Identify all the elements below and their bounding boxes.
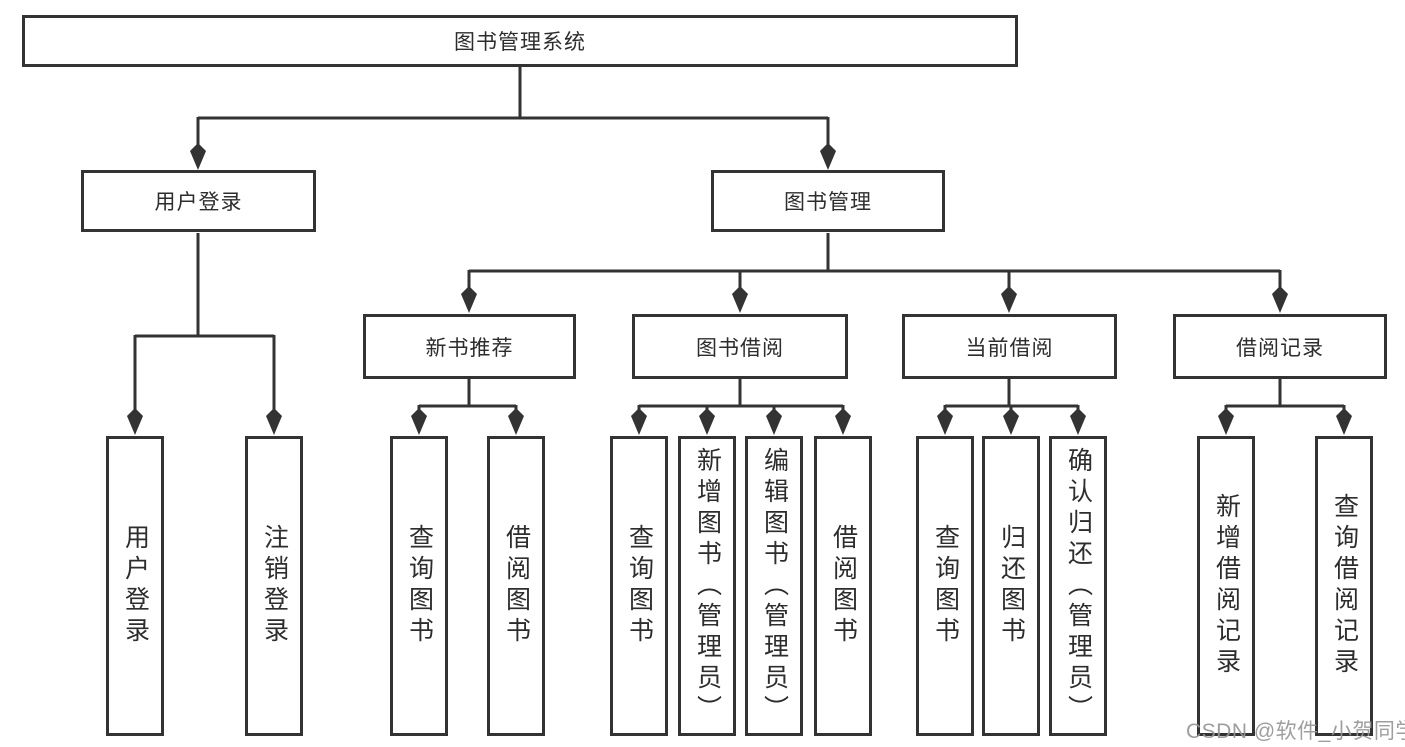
arrow-down-icon	[1070, 408, 1086, 435]
arrow-down-icon	[411, 408, 427, 435]
arrow-down-icon	[820, 143, 836, 170]
leaf-bb-query-books: 查询图书	[610, 436, 668, 736]
arrow-down-icon	[766, 408, 782, 435]
connector-current-borrow-to-leaves	[937, 378, 1086, 435]
connector-book-borrow-to-leaves	[631, 378, 851, 435]
node-book-borrow: 图书借阅	[632, 314, 848, 379]
leaf-label: 用户登录	[121, 524, 150, 648]
leaf-bb-borrow-books: 借阅图书	[814, 436, 872, 736]
leaf-label: 查询图书	[405, 524, 434, 648]
node-root: 图书管理系统	[22, 15, 1018, 67]
node-user-login: 用户登录	[81, 170, 316, 232]
leaf-label: 编辑图书（管理员）	[760, 446, 789, 726]
leaf-br-add-record: 新增借阅记录	[1197, 436, 1255, 736]
leaf-label: 借阅图书	[829, 524, 858, 648]
arrow-down-icon	[699, 408, 715, 435]
leaf-logout: 注销登录	[245, 436, 303, 736]
connector-root-to-level2	[190, 67, 836, 170]
arrow-down-icon	[631, 408, 647, 435]
connector-user-login-to-leaves	[127, 233, 282, 435]
leaf-nb-borrow-books: 借阅图书	[487, 436, 545, 736]
arrow-down-icon	[461, 286, 477, 313]
leaf-label: 查询图书	[625, 524, 654, 648]
node-new-book-recommend: 新书推荐	[363, 314, 576, 379]
arrow-down-icon	[835, 408, 851, 435]
node-borrow-records: 借阅记录	[1173, 314, 1387, 379]
leaf-label: 确认归还（管理员）	[1064, 446, 1093, 726]
leaf-bb-add-books-admin: 新增图书（管理员）	[678, 436, 736, 736]
watermark: CSDN @软件_小贺同学	[1186, 720, 1405, 743]
connector-book-management-to-level3	[461, 233, 1288, 313]
arrow-down-icon	[1336, 408, 1352, 435]
leaf-label: 查询图书	[931, 524, 960, 648]
arrow-down-icon	[127, 408, 143, 435]
leaf-br-query-record: 查询借阅记录	[1315, 436, 1373, 736]
leaf-label: 注销登录	[260, 524, 289, 648]
leaf-label: 借阅图书	[502, 524, 531, 648]
leaf-cb-confirm-return-admin: 确认归还（管理员）	[1049, 436, 1107, 736]
node-book-management: 图书管理	[711, 170, 945, 232]
arrow-down-icon	[1218, 408, 1234, 435]
arrow-down-icon	[732, 286, 748, 313]
leaf-cb-return-books: 归还图书	[982, 436, 1040, 736]
node-current-borrow: 当前借阅	[902, 314, 1117, 379]
connector-new-book-recommend-to-leaves	[411, 378, 524, 435]
leaf-label: 新增图书（管理员）	[693, 446, 722, 726]
leaf-label: 归还图书	[997, 524, 1026, 648]
leaf-cb-query-books: 查询图书	[916, 436, 974, 736]
arrow-down-icon	[1272, 286, 1288, 313]
leaf-nb-query-books: 查询图书	[390, 436, 448, 736]
leaf-label: 查询借阅记录	[1330, 493, 1359, 679]
arrow-down-icon	[1003, 408, 1019, 435]
arrow-down-icon	[1001, 286, 1017, 313]
arrow-down-icon	[266, 408, 282, 435]
leaf-user-login: 用户登录	[106, 436, 164, 736]
arrow-down-icon	[937, 408, 953, 435]
leaf-bb-edit-books-admin: 编辑图书（管理员）	[745, 436, 803, 736]
arrow-down-icon	[190, 143, 206, 170]
leaf-label: 新增借阅记录	[1212, 493, 1241, 679]
arrow-down-icon	[508, 408, 524, 435]
connector-borrow-records-to-leaves	[1218, 378, 1352, 435]
